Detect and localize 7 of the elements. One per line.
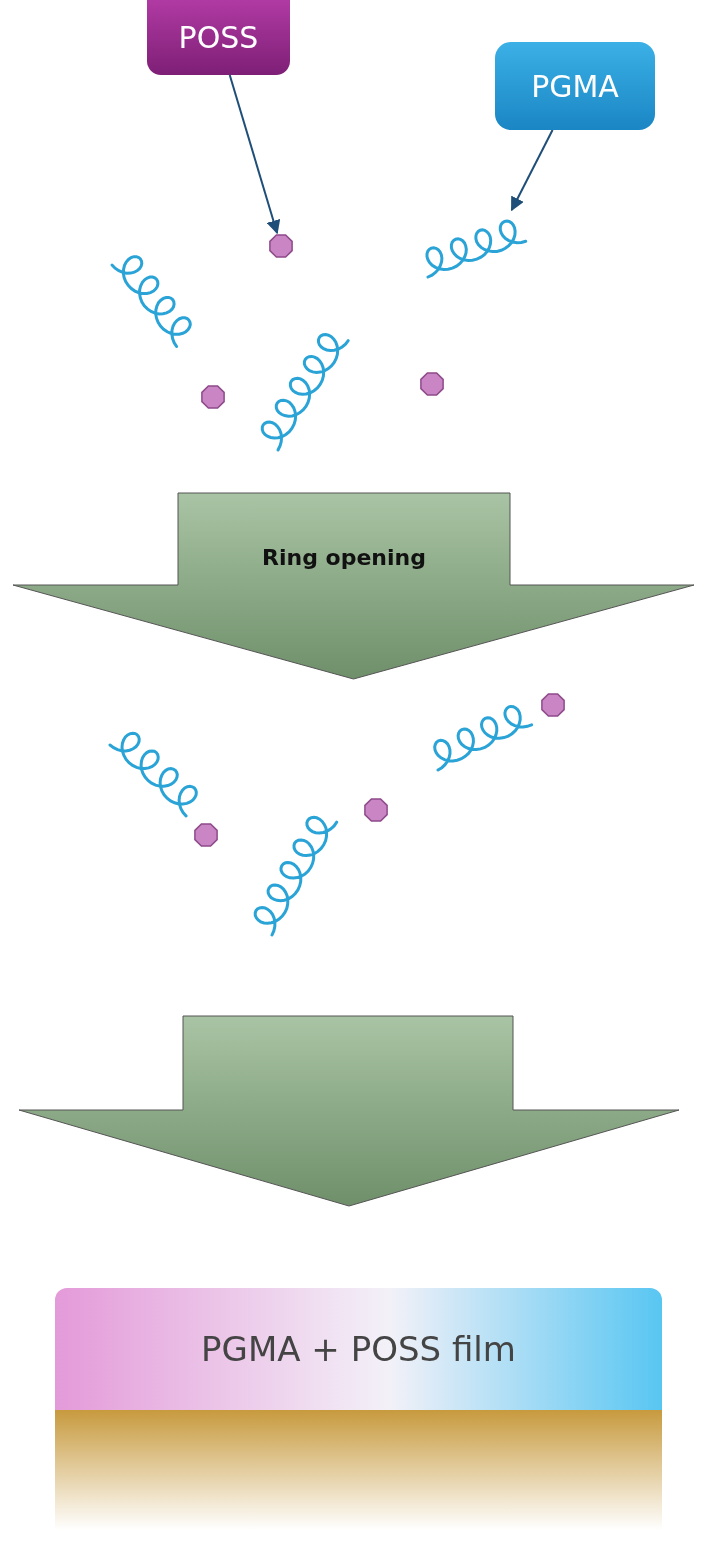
arrow (510, 129, 554, 212)
arrow (228, 74, 281, 235)
arrow-label: Ring opening (261, 545, 427, 570)
reagent-label: POSS (147, 0, 290, 75)
film-layer: PGMA + POSS film (55, 1288, 662, 1410)
substrate-layer (55, 1410, 662, 1530)
reagent-label: PGMA (495, 42, 655, 130)
